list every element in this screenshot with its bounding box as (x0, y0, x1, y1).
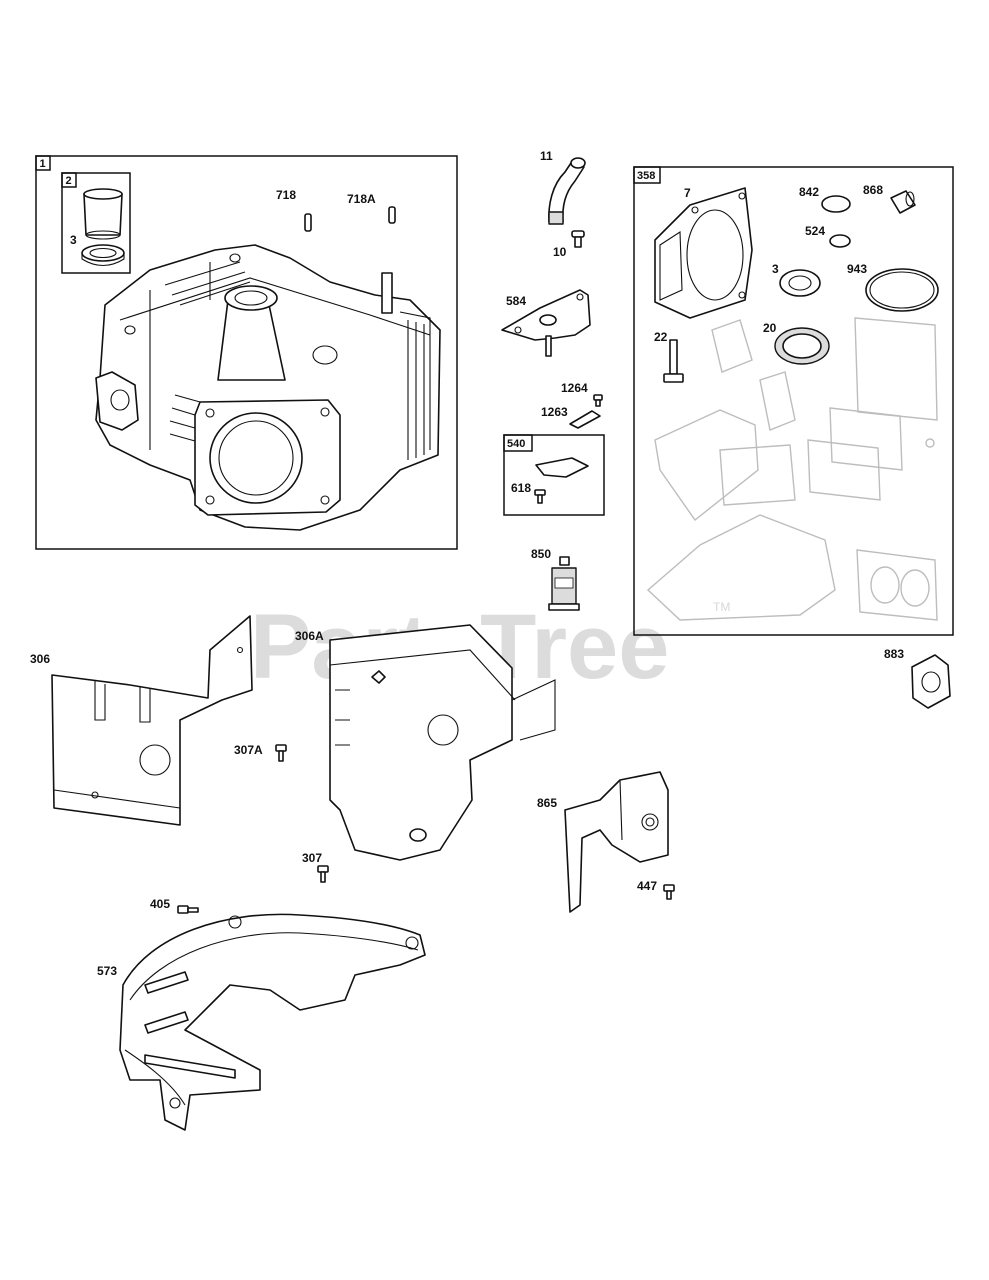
box-1-number: 1 (40, 158, 46, 170)
box-358-gasket-set: 358 7 842 868 524 3 943 22 (633, 166, 954, 636)
callout-883: 883 (884, 647, 904, 661)
callout-868: 868 (863, 183, 883, 197)
callout-307a: 307A (234, 743, 263, 757)
callout-3-seal-358: 3 (772, 262, 779, 276)
callout-22: 22 (654, 330, 668, 344)
breather-tube-part (548, 157, 586, 225)
box-358-frame (633, 166, 954, 636)
box-540-tag (503, 434, 533, 452)
callout-405: 405 (150, 897, 170, 911)
blower-housing-573-part (119, 913, 426, 1131)
bolt-22-part (663, 339, 684, 383)
seal-20-part (774, 327, 830, 365)
oring-842-part (821, 195, 851, 213)
box-1-frame (35, 155, 458, 550)
bushing-part (83, 188, 123, 240)
box-540: 540 618 (503, 434, 605, 516)
callout-1263: 1263 (541, 405, 568, 419)
box-540-number: 540 (507, 438, 525, 450)
plug-868-part (890, 190, 916, 214)
block-fin-post (381, 272, 393, 314)
gasket-540-part (535, 457, 589, 478)
sealant-tube-part (548, 556, 580, 611)
cylinder-shield-306a-part (329, 624, 556, 861)
box-358-tag (633, 166, 661, 184)
callout-584: 584 (506, 294, 526, 308)
callout-306a: 306A (295, 629, 324, 643)
box-2-number: 2 (66, 175, 72, 187)
callout-718a: 718A (347, 192, 376, 206)
callout-11: 11 (540, 149, 553, 163)
callout-447: 447 (637, 879, 657, 893)
box-1-tag (35, 155, 51, 171)
callout-524: 524 (805, 224, 825, 238)
screw-405-part (177, 905, 199, 914)
dowel-pin-718 (304, 213, 312, 232)
cylinder-shield-306-part (51, 615, 253, 826)
breather-plate-part (501, 289, 591, 357)
screw-307-part (317, 865, 329, 883)
screw-1264-part (593, 394, 603, 407)
faint-gaskets (646, 317, 938, 621)
screw-307a-part (275, 744, 287, 762)
seal-358-part (779, 269, 821, 297)
seal-part (81, 244, 125, 267)
watermark-trademark: TM (713, 600, 730, 614)
callout-943: 943 (847, 262, 867, 276)
screw-618-part (534, 489, 546, 504)
callout-20: 20 (763, 321, 777, 335)
head-gasket-part (654, 187, 753, 319)
oring-524-part (829, 234, 851, 248)
box-2-frame (61, 172, 131, 274)
box-358-number: 358 (637, 170, 655, 182)
screw-10-part (571, 230, 585, 248)
callout-10: 10 (553, 245, 567, 259)
callout-718: 718 (276, 188, 296, 202)
callout-850: 850 (531, 547, 551, 561)
box-540-frame (503, 434, 605, 516)
box-2-tag (61, 172, 77, 188)
callout-7: 7 (684, 186, 691, 200)
engine-block-part (95, 244, 441, 531)
dowel-pin-718a (388, 206, 396, 224)
callout-3-seal: 3 (70, 233, 77, 247)
callout-306: 306 (30, 652, 50, 666)
callout-1264: 1264 (561, 381, 588, 395)
box-1-block-assembly: 1 2 3 718 718A (35, 155, 458, 550)
bracket-865-part (564, 771, 669, 913)
gasket-883-part (911, 654, 951, 709)
screw-447-part (663, 884, 675, 900)
oring-943-part (865, 268, 939, 312)
callout-842: 842 (799, 185, 819, 199)
clip-1263-part (569, 410, 601, 429)
callout-618: 618 (511, 481, 531, 495)
callout-573: 573 (97, 964, 117, 978)
callout-307: 307 (302, 851, 322, 865)
callout-865: 865 (537, 796, 557, 810)
